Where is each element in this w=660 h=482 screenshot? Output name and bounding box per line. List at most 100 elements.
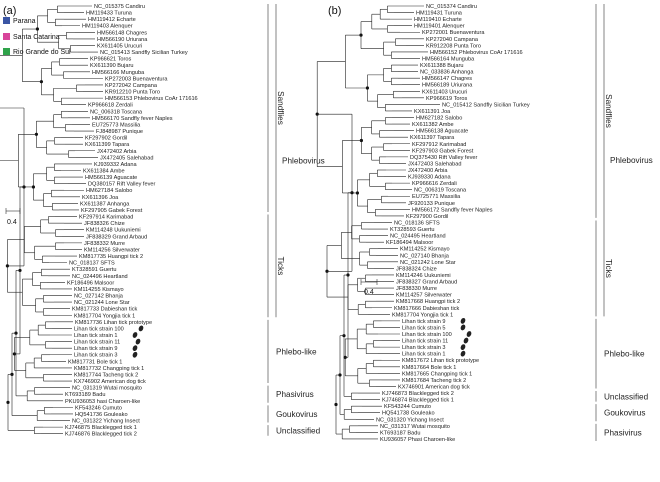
tip-label-hq541736-gouleako: HQ541736 Gouleako: [75, 412, 128, 418]
tip-label-hm627182-salobo: HM627182 Salobo: [416, 116, 462, 122]
tip-label-lihan-tick-strain-1: Lihan tick strain 1: [74, 333, 118, 339]
legend-swatch-santa-catarina: [3, 33, 10, 40]
tip-label-hm566153-phlebovirus-coar-171616: HM566153 Phlebovirus CoAr 171616: [105, 96, 198, 102]
tip-label-kx611387-anhanga: KX611387 Anhanga: [80, 201, 130, 207]
tip-label-kr912210-punta-toro: KR912210 Punta Toro: [105, 90, 160, 96]
tip-label-lihan-tick-strain-9: Lihan tick strain 9: [74, 346, 118, 352]
clade-label-goukovirus: Goukovirus: [276, 410, 317, 419]
tip-label-jf838327-grand-arbaud: JF838327 Grand Arbaud: [396, 280, 457, 286]
tip-label-kp272040-campana: KP272040 Campana: [426, 37, 479, 43]
tip-label-hm566170-sandfly-fever-naples: HM566170 Sandfly fever Naples: [92, 116, 173, 122]
tip-label-kr912208-punta-toro: KR912208 Punta Toro: [426, 43, 481, 49]
tip-label-hm119431-turuna: HM119431 Turuna: [416, 11, 463, 17]
tip-label-jf838330-murre: JF838330 Murre: [396, 286, 437, 292]
tip-label-jf838329-grand-arbaud: JF838329 Grand Arbaud: [86, 234, 147, 240]
tip-label-kj746874-blacklegged-tick-1: KJ746874 Blacklegged tick 1: [382, 398, 454, 404]
tip-label-nc-018136-sfts: NC_018136 SFTS: [394, 220, 440, 226]
panel-b-label: (b): [328, 5, 341, 17]
bootstrap-node: [6, 400, 10, 404]
tip-label-jf920133-punique: JF920133 Punique: [408, 201, 455, 207]
tip-label-kp272042-campana: KP272042 Campana: [105, 83, 158, 89]
tip-label-hm119401-alenquer: HM119401 Alenquer: [414, 24, 465, 30]
tip-label-km817666-dabieshan-tick: KM817666 Dabieshan tick: [394, 306, 460, 312]
tip-label-hm566166-munguba: HM566166 Munguba: [92, 70, 145, 76]
tip-label-km114255-kismayo: KM114255 Kismayo: [74, 287, 124, 293]
tip-label-kx611391-joa: KX611391 Joa: [414, 109, 451, 115]
tip-label-nc-031317-wutai-mosquito: NC_031317 Wutai mosquito: [380, 424, 450, 430]
tip-label-kf186496-malsoor: KF186496 Malsoor: [67, 280, 114, 286]
tip-label-km114252-kismayo: KM114252 Kismayo: [400, 247, 450, 253]
tip-label-kt693187-badu: KT693187 Badu: [380, 430, 420, 436]
tip-label-lihan-tick-strain-5: Lihan tick strain 5: [402, 325, 446, 331]
tick-leaf-icon: [135, 338, 141, 345]
tip-label-jf838326-chize: JF838326 Chize: [84, 221, 125, 227]
tip-label-kf297903-gabek-forest: KF297903 Gabek Forest: [412, 148, 474, 154]
tip-label-kf297905-gabek-forest: KF297905 Gabek Forest: [81, 208, 143, 214]
tip-label-km817731-bole-tick-1: KM817731 Bole tick 1: [68, 359, 122, 365]
clade-label-unclassified: Unclassified: [604, 392, 649, 401]
tip-label-kp272001-buenaventura: KP272001 Buenaventura: [422, 30, 485, 36]
clade-label-ticks: Ticks: [276, 257, 285, 276]
tip-label-jx472403-salehabad: JX472403 Salehabad: [408, 161, 462, 167]
tip-label-kx611382-ambe: KX611382 Ambe: [412, 122, 454, 128]
tip-label-hm119412-echarte: HM119412 Echarte: [88, 17, 136, 23]
tip-label-kp966618-zerdali: KP966618 Zerdali: [88, 103, 133, 109]
tip-label-nc-021242-lone-star: NC_021242 Lone Star: [400, 260, 456, 266]
tip-label-km817704-yongjia-tick-1: KM817704 Yongjia tick 1: [74, 313, 135, 319]
tip-label-lihan-tick-strain-100: Lihan tick strain 100: [402, 332, 452, 338]
tick-leaf-icon: [460, 344, 466, 350]
bootstrap-node: [334, 402, 338, 407]
tip-label-hm119433-turuna: HM119433 Turuna: [86, 11, 133, 17]
legend-label-santa-catarina: Santa Catarina: [13, 34, 60, 41]
tip-label-dq380157-rift-valley-fever: DQ380157 Rift Valley fever: [88, 182, 156, 188]
tip-label-kf543244-cumuto: KF543244 Cumuto: [384, 404, 431, 410]
tip-label-kf543246-cumuto: KF543246 Cumuto: [75, 405, 122, 411]
tip-label-lihan-tick-strain-100: Lihan tick strain 100: [74, 326, 124, 332]
clade-label-sandflies: Sandflies: [276, 91, 285, 125]
tip-label-lihan-tick-strain-11: Lihan tick strain 11: [74, 340, 120, 346]
tip-label-jx472402-arbia: JX472402 Arbia: [97, 149, 137, 155]
tip-label-eu725771-massilia: EU725771 Massilia: [412, 194, 461, 200]
clade-label-ticks: Ticks: [604, 259, 613, 278]
tip-label-hm566189-uriurana: HM566189 Uriurana: [422, 83, 473, 89]
tip-label-kt328591-guertu: KT328591 Guertu: [72, 267, 116, 273]
tick-leaf-icon: [132, 351, 138, 358]
tick-leaf-icon: [460, 350, 466, 357]
scale-bar-a: 0.4: [5, 208, 21, 226]
tip-label-kx611388-bujaru: KX611388 Bujaru: [420, 63, 463, 69]
tip-label-nc-006319-toscana: NC_006319 Toscana: [414, 188, 467, 194]
clade-label-phasivirus: Phasivirus: [604, 428, 642, 437]
tip-label-nc-015374-candiru: NC_015374 Candiru: [426, 4, 477, 10]
tip-label-km114256-silverwater: KM114256 Silverwater: [84, 247, 140, 253]
tip-label-kf297900-gordil: KF297900 Gordil: [406, 214, 448, 220]
tip-label-kx611396-joa: KX611396 Joa: [82, 195, 119, 201]
tick-leaf-icon: [138, 325, 144, 332]
clade-brackets-a: SandfliesPhlebovirusTicksPhlebo-likePhas…: [267, 4, 325, 436]
tip-label-hm566147-chagres: HM566147 Chagres: [422, 76, 472, 82]
tip-label-km817735-huangpi-tick-2: KM817735 Huangpi tick 2: [79, 254, 143, 260]
tip-label-km114246-uukuniemi: KM114246 Uukuniemi: [396, 273, 451, 279]
tip-label-kt328593-guertu: KT328593 Guertu: [390, 227, 434, 233]
tip-label-hm566164-munguba: HM566164 Munguba: [422, 56, 475, 62]
tick-leaf-icon: [132, 345, 138, 352]
tip-label-kx611399-tapara: KX611399 Tapara: [85, 142, 130, 148]
tip-label-kj746876-blacklegged-tick-2: KJ746876 Blacklegged tick 2: [65, 432, 137, 438]
tip-label-pku936053-hasi-charoen-like: PKU936053 hasi Charoen-like: [65, 399, 140, 405]
tip-label-nc-006318-toscana: NC_006318 Toscana: [90, 109, 143, 115]
tip-label-hm566172-sandfly-fever-naples: HM566172 Sandfly fever Naples: [412, 207, 493, 213]
tip-label-lihan-tick-strain-3: Lihan tick strain 3: [402, 345, 446, 351]
tip-label-ku936057-phasi-charoen-like: KU936057 Phasi Charoen-like: [380, 437, 455, 443]
tick-leaf-icon: [463, 337, 469, 344]
tip-label-kp966619-toros: KP966619 Toros: [426, 96, 467, 102]
tip-label-hm566152-phlebovirus-coar-171616: HM566152 Phlebovirus CoAr 171616: [430, 50, 523, 56]
tip-label-km817732-changping-tick-1: KM817732 Changping tick 1: [74, 366, 144, 372]
legend: Parana Santa Catarina Rio Grande do Sul: [3, 17, 71, 56]
tip-label-kx611405-urucuri: KX611405 Urucuri: [97, 43, 142, 49]
tip-label-nc-033836-anhanga: NC_033836 Anhanga: [420, 70, 474, 76]
tip-label-nc-015375-candiru: NC_015375 Candiru: [94, 4, 145, 10]
tip-label-kx746901-american-dog-tick: KX746901 American dog tick: [398, 384, 470, 390]
tick-leaf-icon: [132, 332, 138, 338]
tip-label-hm566148-chagres: HM566148 Chagres: [97, 30, 147, 36]
